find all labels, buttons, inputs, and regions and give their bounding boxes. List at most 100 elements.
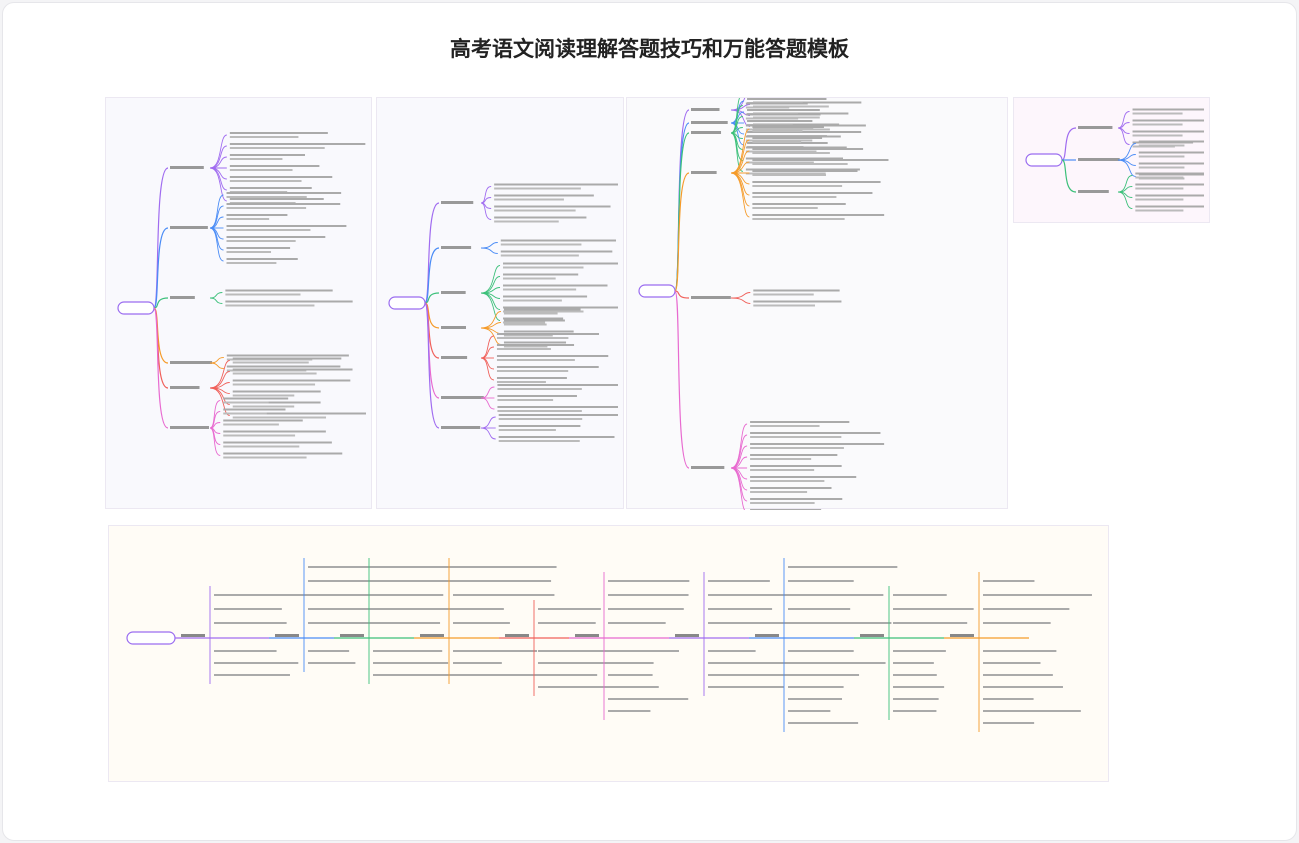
node-text	[788, 698, 843, 700]
node-text	[500, 254, 579, 257]
node-text	[494, 187, 581, 190]
node-text	[498, 418, 583, 420]
node-text	[1135, 172, 1204, 175]
sub-branch-line	[480, 265, 501, 294]
node-text	[1132, 108, 1204, 111]
node-text	[373, 580, 465, 582]
node-text	[1135, 198, 1184, 201]
node-text	[750, 447, 844, 449]
node-text	[752, 192, 873, 194]
node-text	[893, 686, 945, 688]
branch-line	[674, 109, 690, 292]
node-text	[747, 120, 813, 122]
node-text	[503, 295, 588, 298]
node-text	[223, 408, 286, 411]
node-text	[503, 277, 556, 280]
node-text	[453, 622, 510, 624]
branch-label	[441, 326, 466, 329]
node-text	[753, 300, 842, 303]
sub-branch-line	[480, 322, 501, 329]
node-text	[608, 674, 653, 676]
node-text	[223, 412, 267, 415]
node-text	[750, 454, 838, 456]
node-text	[983, 674, 1053, 676]
node-text	[223, 452, 343, 455]
node-text	[788, 710, 831, 712]
node-text	[983, 580, 1035, 582]
node-text	[753, 304, 815, 307]
node-text	[1138, 166, 1185, 169]
section-label	[275, 634, 299, 637]
node-text	[214, 674, 290, 676]
node-text	[745, 113, 821, 116]
node-text	[226, 354, 349, 357]
node-text	[453, 608, 504, 610]
root-node	[117, 301, 155, 315]
node-text	[229, 136, 299, 138]
node-text	[503, 323, 547, 326]
node-text	[1138, 140, 1204, 143]
node-text	[223, 445, 300, 448]
node-text	[226, 207, 307, 209]
node-text	[788, 594, 884, 596]
sub-branch-line	[480, 242, 498, 249]
node-text	[223, 419, 303, 422]
node-text	[308, 566, 408, 568]
root-node	[638, 284, 676, 298]
node-text	[752, 141, 802, 143]
node-text	[503, 345, 548, 348]
mindmap-panel-4[interactable]	[1013, 97, 1210, 223]
section-label	[181, 634, 205, 637]
sub-branch-line	[480, 327, 501, 334]
node-text	[232, 379, 351, 382]
node-text	[232, 368, 353, 371]
node-text	[1135, 176, 1184, 179]
mindmap-panel-3[interactable]	[626, 97, 1008, 510]
node-text	[496, 355, 609, 357]
node-text	[373, 608, 454, 610]
node-text	[708, 686, 784, 688]
sub-branch-line	[209, 194, 224, 229]
node-text	[229, 158, 283, 160]
sub-branch-line	[209, 427, 221, 445]
branch-line	[674, 132, 690, 292]
node-text	[229, 147, 325, 149]
node-text	[232, 357, 342, 360]
sub-branch-line	[730, 132, 744, 172]
sub-branch-line	[1117, 127, 1130, 145]
branch-line	[1061, 127, 1077, 161]
sub-branch-line	[480, 397, 495, 410]
mindmap-panel-1[interactable]	[105, 97, 372, 509]
node-text	[229, 132, 328, 134]
node-text	[214, 622, 287, 624]
sub-branch-line	[209, 167, 228, 202]
sub-branch-line	[730, 434, 748, 469]
node-text	[308, 608, 410, 610]
branch-label	[170, 166, 204, 169]
node-text	[503, 308, 581, 311]
node-text	[608, 580, 690, 582]
section-label	[950, 634, 974, 637]
node-text	[503, 273, 579, 276]
sub-branch-line	[730, 467, 748, 502]
node-text	[750, 465, 842, 467]
node-text	[497, 406, 618, 408]
node-text	[750, 498, 843, 500]
sub-branch-line	[209, 360, 230, 389]
node-text	[496, 337, 569, 339]
node-text	[752, 152, 830, 154]
node-text	[1132, 112, 1183, 115]
sub-branch-line	[209, 297, 223, 304]
node-text	[753, 293, 814, 296]
mindmap-svg	[126, 558, 1092, 732]
node-text	[498, 429, 556, 431]
mindmap-panel-5[interactable]	[108, 525, 1109, 782]
sub-branch-line	[209, 427, 221, 456]
sub-branch-line	[209, 134, 228, 169]
node-text	[503, 306, 618, 309]
node-text	[223, 397, 289, 400]
node-text	[893, 594, 947, 596]
mindmap-panel-2[interactable]	[376, 97, 624, 509]
node-text	[226, 262, 277, 264]
node-text	[496, 366, 599, 368]
